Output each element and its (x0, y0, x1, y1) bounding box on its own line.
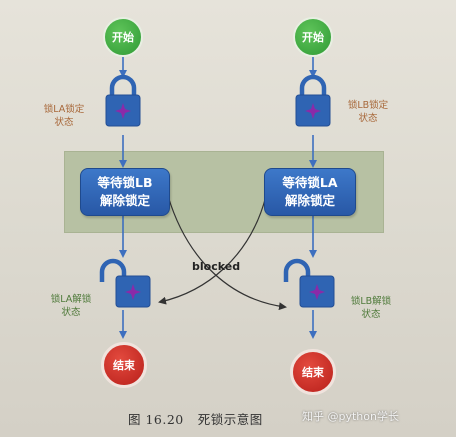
left-start-node: 开始 (103, 17, 143, 57)
right-locked-state-label: 锁LB锁定 状态 (336, 99, 400, 125)
right-locked-label-line1: 锁LB锁定 (347, 100, 389, 111)
right-end-label: 结束 (302, 366, 324, 379)
right-unlocked-label-line1: 锁LB解锁 (350, 296, 392, 307)
blocked-curve-right-to-left (158, 195, 267, 305)
left-locked-state-label: 锁LA锁定 状态 (32, 103, 96, 129)
blocked-curve-left-to-right (167, 195, 287, 311)
right-unlocked-state-label: 锁LB解锁 状态 (340, 295, 402, 321)
left-locked-label-line2: 状态 (54, 117, 74, 128)
left-wait-box: 等待锁LB 解除锁定 (80, 168, 170, 216)
left-unlocked-label-line1: 锁LA解锁 (50, 294, 92, 305)
right-wait-box: 等待锁LA 解除锁定 (264, 168, 356, 216)
left-end-label: 结束 (113, 359, 135, 372)
right-padlock-open-icon (283, 258, 335, 308)
left-locked-label-line1: 锁LA锁定 (43, 104, 85, 115)
left-unlocked-label-line2: 状态 (61, 307, 81, 318)
watermark-text: 知乎 @python学长 (302, 410, 399, 423)
figure-number: 图 16.20 (128, 412, 184, 427)
right-start-label: 开始 (302, 31, 324, 44)
right-padlock-closed-icon (295, 74, 331, 127)
left-end-node: 结束 (101, 342, 147, 388)
right-wait-line2: 解除锁定 (284, 193, 335, 208)
right-unlock-sparkle-icon (309, 284, 325, 300)
left-unlock-sparkle-icon (125, 284, 141, 300)
left-start-label: 开始 (112, 31, 134, 44)
left-unlocked-state-label: 锁LA解锁 状态 (40, 293, 102, 319)
blocked-label: blocked (192, 260, 241, 273)
left-padlock-open-icon (99, 258, 151, 308)
left-lock-sparkle-icon (115, 103, 131, 119)
right-locked-label-line2: 状态 (358, 113, 378, 124)
left-wait-line2: 解除锁定 (99, 193, 150, 208)
figure-caption: 图 16.20 死锁示意图 (128, 409, 263, 428)
right-wait-line1: 等待锁LA (282, 175, 338, 190)
left-padlock-closed-icon (105, 74, 141, 127)
left-wait-line1: 等待锁LB (97, 175, 153, 190)
right-start-node: 开始 (293, 17, 333, 57)
right-end-node: 结束 (290, 349, 336, 395)
right-lock-sparkle-icon (305, 103, 321, 119)
figure-title: 死锁示意图 (197, 412, 263, 427)
right-unlocked-label-line2: 状态 (361, 309, 381, 320)
